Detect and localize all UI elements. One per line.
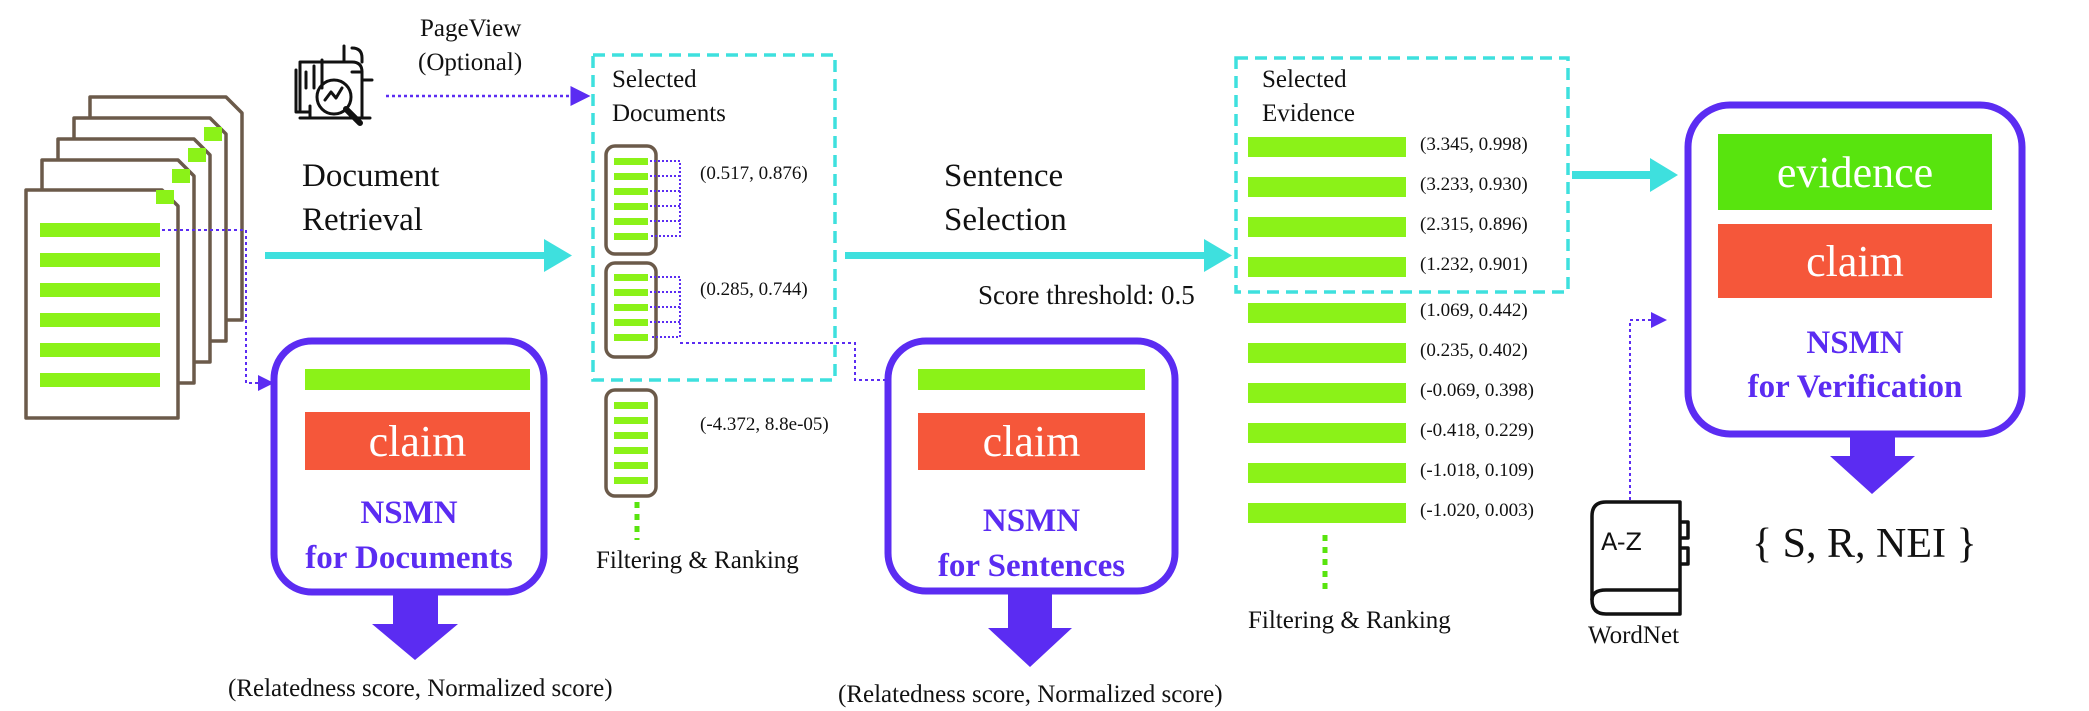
doc-filtering-label: Filtering & Ranking	[596, 547, 799, 574]
wordnet-book-icon	[1590, 500, 1690, 616]
evidence-filtering-label: Filtering & Ranking	[1248, 607, 1451, 634]
document-retrieval-line1: Document	[302, 158, 440, 194]
evidence-score-3: (2.315, 0.896)	[1420, 214, 1528, 235]
nsmn-sentences-title-line2: for Sentences	[937, 548, 1126, 584]
pageview-analytics-icon	[294, 44, 374, 126]
nsmn-documents-output: (Relatedness score, Normalized score)	[228, 675, 613, 702]
evidence-score-6: (0.235, 0.402)	[1420, 340, 1528, 361]
verification-output-labels: { S, R, NEI }	[1752, 521, 1977, 567]
nsmn-documents-title-line2: for Documents	[305, 540, 513, 576]
selected-documents-title-line2: Documents	[612, 100, 726, 127]
sentence-selection-line1: Sentence	[944, 158, 1064, 194]
doc-to-nsmn-sents-connector	[680, 342, 914, 388]
document-brackets	[650, 160, 681, 338]
wordnet-connector	[1629, 312, 1667, 500]
nsmn-sentences-output: (Relatedness score, Normalized score)	[838, 681, 1223, 708]
nsmn-sentences-evidence-bar	[918, 369, 1145, 390]
doc-score-2: (0.285, 0.744)	[700, 279, 808, 300]
nsmn-verification-title-line2: for Verification	[1747, 369, 1963, 405]
evidence-score-9: (-1.018, 0.109)	[1420, 460, 1534, 481]
nsmn-documents-title-line1: NSMN	[360, 495, 458, 531]
evidence-score-8: (-0.418, 0.229)	[1420, 420, 1534, 441]
selected-evidence-title-line2: Evidence	[1262, 100, 1356, 127]
nsmn-sentences-title-line1: NSMN	[982, 503, 1081, 539]
evidence-score-10: (-1.020, 0.003)	[1420, 500, 1534, 521]
evidence-score-1: (3.345, 0.998)	[1420, 134, 1528, 155]
nsmn-documents-evidence-bar	[305, 369, 530, 390]
evidence-score-5: (1.069, 0.442)	[1420, 300, 1528, 321]
doc-to-nsmn-docs-connector	[162, 229, 274, 391]
selected-document-lines	[614, 158, 648, 484]
score-threshold-label: Score threshold: 0.5	[978, 280, 1195, 310]
nsmn-verification-claim-chip: claim	[1718, 224, 1992, 298]
nsmn-verification-output-arrow	[1830, 436, 1915, 494]
nsmn-sentences-output-arrow	[988, 593, 1072, 667]
pageview-label-line1: PageView	[420, 15, 522, 42]
selected-evidence-title-line1: Selected	[1262, 66, 1347, 93]
nsmn-documents-claim-chip: claim	[305, 412, 530, 470]
doc-score-3: (-4.372, 8.8e-05)	[700, 414, 829, 435]
nsmn-verification-evidence-chip: evidence	[1718, 134, 1992, 210]
flow-arrows	[265, 158, 1678, 272]
evidence-bars	[1248, 137, 1406, 523]
document-retrieval-line2: Retrieval	[302, 202, 423, 238]
doc-score-1: (0.517, 0.876)	[700, 163, 808, 184]
evidence-score-7: (-0.069, 0.398)	[1420, 380, 1534, 401]
document-stack-lines	[40, 127, 222, 387]
pageview-label-line2: (Optional)	[418, 49, 523, 76]
nsmn-sentences-claim-chip: claim	[918, 413, 1145, 470]
evidence-score-4: (1.232, 0.901)	[1420, 254, 1528, 275]
wordnet-book-text: A-Z	[1601, 528, 1642, 556]
nsmn-documents-output-arrow	[372, 594, 458, 660]
selected-documents-box	[591, 53, 837, 382]
evidence-score-2: (3.233, 0.930)	[1420, 174, 1528, 195]
selected-documents-title-line1: Selected	[612, 66, 697, 93]
wordnet-label: WordNet	[1588, 622, 1680, 649]
nsmn-verification-title-line1: NSMN	[1806, 325, 1904, 361]
selected-evidence-box	[1234, 56, 1570, 294]
sentence-selection-line2: Selection	[944, 202, 1067, 238]
